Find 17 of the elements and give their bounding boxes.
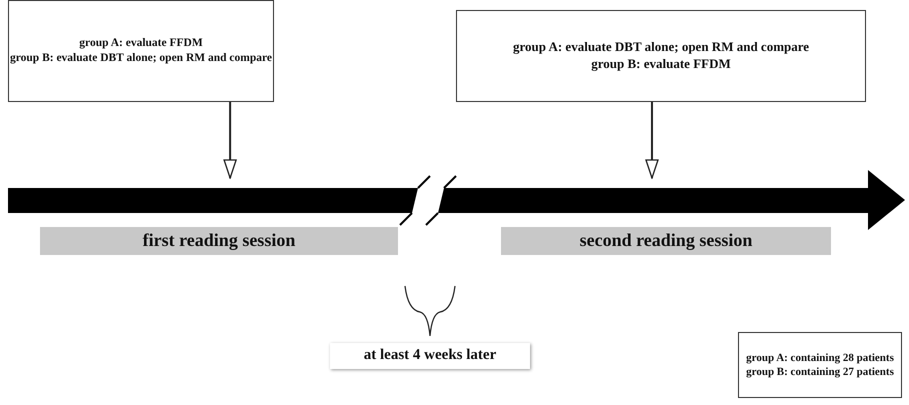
text-box [738, 332, 902, 398]
text-box [456, 10, 866, 102]
box-text: group A: evaluate DBT alone; open RM and compare [512, 39, 810, 56]
arrow [223, 102, 237, 179]
session-label: second reading session [580, 229, 752, 252]
arrow [645, 102, 659, 179]
session-band [40, 227, 398, 255]
box-text: group A: evaluate FFDM [79, 36, 203, 51]
box-text: group B: containing 27 patients [746, 365, 894, 380]
text-box [330, 343, 530, 369]
session-label: first reading session [142, 229, 296, 252]
box-text: at least 4 weeks later [364, 346, 496, 366]
box-text: group B: evaluate DBT alone; open RM and compare [10, 51, 272, 66]
box-text: group B: evaluate FFDM [591, 56, 731, 73]
session-band [501, 227, 831, 255]
text-box [8, 0, 274, 102]
box-text: group A: containing 28 patients [746, 350, 894, 365]
